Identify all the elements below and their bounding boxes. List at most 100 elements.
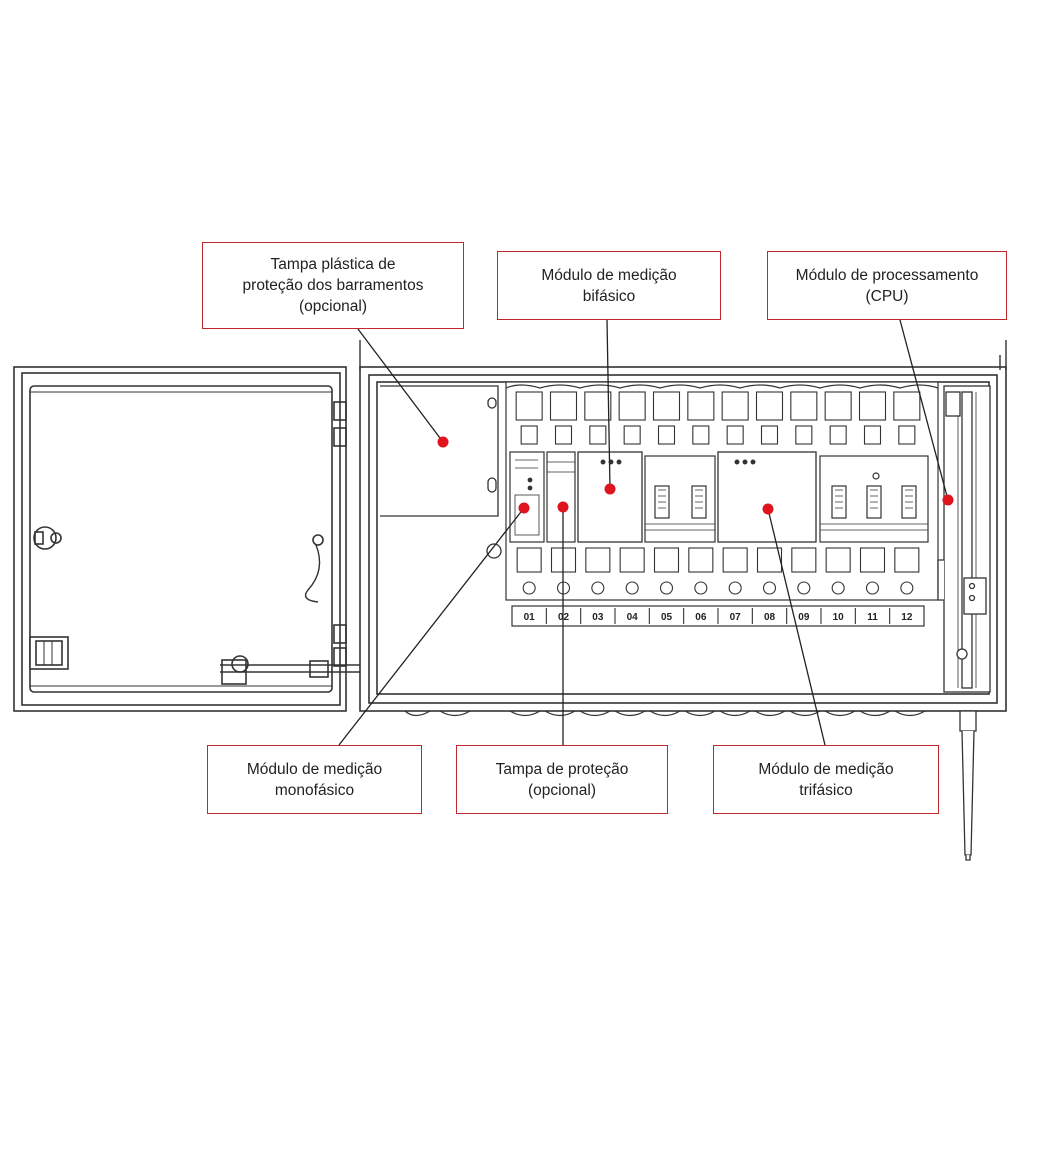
bottom-terminal-block [688,547,714,573]
marker-dot-busbar-cover [437,436,449,448]
slot-labels: 01 02 03 04 05 06 07 08 09 10 11 12 [524,608,913,624]
bottom-terminal-block [825,547,851,573]
module-triphasic [717,451,817,543]
top-terminal-screw [863,425,882,445]
callout-tampa-protecao: Tampa de proteção (opcional) [456,745,668,814]
callout-line: trifásico [799,781,853,799]
module-cpu [937,385,991,693]
slot-label: 10 [833,612,845,623]
top-terminal-screw [829,425,847,445]
bottom-terminal-screw [900,581,914,595]
top-terminals [515,391,921,445]
bottom-terminal-block [722,547,748,573]
top-terminal-screw [589,425,607,445]
bottom-terminal-block [756,547,783,573]
top-terminal-screw [692,425,710,445]
bottom-terminal-block [653,547,680,573]
bottom-terminal-block [516,547,542,573]
slot-label: 03 [592,612,604,623]
callout-line: Módulo de medição [246,760,383,778]
callout-line: (opcional) [527,781,597,799]
callout-line: (opcional) [298,298,368,315]
leader-lines [338,319,949,746]
bottom-terminal-block [619,547,645,573]
bottom-terminal-screw [831,581,845,595]
bottom-terminal-screw [659,581,674,595]
top-terminal-screw [726,425,744,445]
callout-line: Tampa plástica de [270,256,396,273]
top-terminal-block [618,391,646,421]
slot-label: 09 [798,612,810,623]
marker-dot-biphasic [604,483,616,495]
module-slots-10-12 [819,455,929,543]
antenna [959,710,977,861]
slot-number-strip: 01 02 03 04 05 06 07 08 09 10 11 12 [511,605,925,627]
top-terminal-block [893,391,921,421]
bottom-terminal-screw [728,581,742,595]
top-terminal-screw [795,425,813,445]
callout-modulo-bifasico: Módulo de medição bifásico [497,251,721,320]
marker-dot-protection-cover [557,501,569,513]
top-terminal-screw [554,425,573,445]
top-terminal-screw [623,425,641,445]
top-terminal-block [755,391,784,421]
callout-line: Módulo de processamento [795,266,979,284]
busbar-cover [380,385,502,559]
top-terminal-block [584,391,612,421]
bottom-terminal-block [894,547,920,573]
marker-dot-cpu [942,494,954,506]
callout-line: proteção dos barramentos [242,277,424,294]
slot-label: 02 [558,612,570,623]
module-slots-05-06 [644,455,716,543]
slot-label: 04 [627,612,639,623]
top-terminal-block [549,391,578,421]
slot-label: 05 [661,612,673,623]
top-terminal-block [652,391,681,421]
bottom-terminal-screw [762,581,777,595]
bottom-terminal-screw [797,581,811,595]
top-terminal-block [721,391,749,421]
top-terminal-block [790,391,818,421]
callout-line: bifásico [582,287,636,305]
top-terminal-screw [657,425,676,445]
slot-label: 11 [867,612,878,623]
top-terminal-screw [520,425,538,445]
bottom-terminal-screw [694,581,708,595]
slot-label: 12 [901,612,913,623]
slot-label: 08 [764,612,776,623]
top-terminal-block [515,391,543,421]
marker-dot-monophasic [518,502,530,514]
bottom-terminal-block [859,547,886,573]
slot-label: 07 [730,612,742,623]
module-monophasic [509,451,545,543]
enclosure-door [13,366,425,712]
top-terminal-screw [760,425,779,445]
bottom-terminal-screw [591,581,605,595]
callout-modulo-monofasico: Módulo de medição monofásico [207,745,422,814]
callout-line: (CPU) [865,287,909,305]
marker-dot-triphasic [762,503,774,515]
marker-dots [437,436,954,515]
top-terminal-block [687,391,715,421]
top-terminal-screw [898,425,916,445]
slot-label: 06 [695,612,707,623]
callout-line: monofásico [274,781,355,799]
protection-cover [546,451,576,543]
callout-line: Módulo de medição [541,266,677,284]
bottom-terminal-screw [865,581,880,595]
callout-tampa-plastica: Tampa plástica de proteção dos barrament… [202,242,464,329]
slot-label: 01 [524,612,536,623]
bottom-terminal-screw [625,581,639,595]
bottom-terminal-block [791,547,817,573]
callout-line: Tampa de proteção [495,760,629,778]
top-terminal-block [824,391,852,421]
top-terminal-block [858,391,887,421]
bottom-terminals [516,547,920,595]
bottom-terminal-screw [522,581,536,595]
callout-modulo-trifasico: Módulo de medição trifásico [713,745,939,814]
callout-line: Módulo de medição [758,760,894,778]
callout-modulo-cpu: Módulo de processamento (CPU) [767,251,1007,320]
bottom-terminal-block [585,547,611,573]
